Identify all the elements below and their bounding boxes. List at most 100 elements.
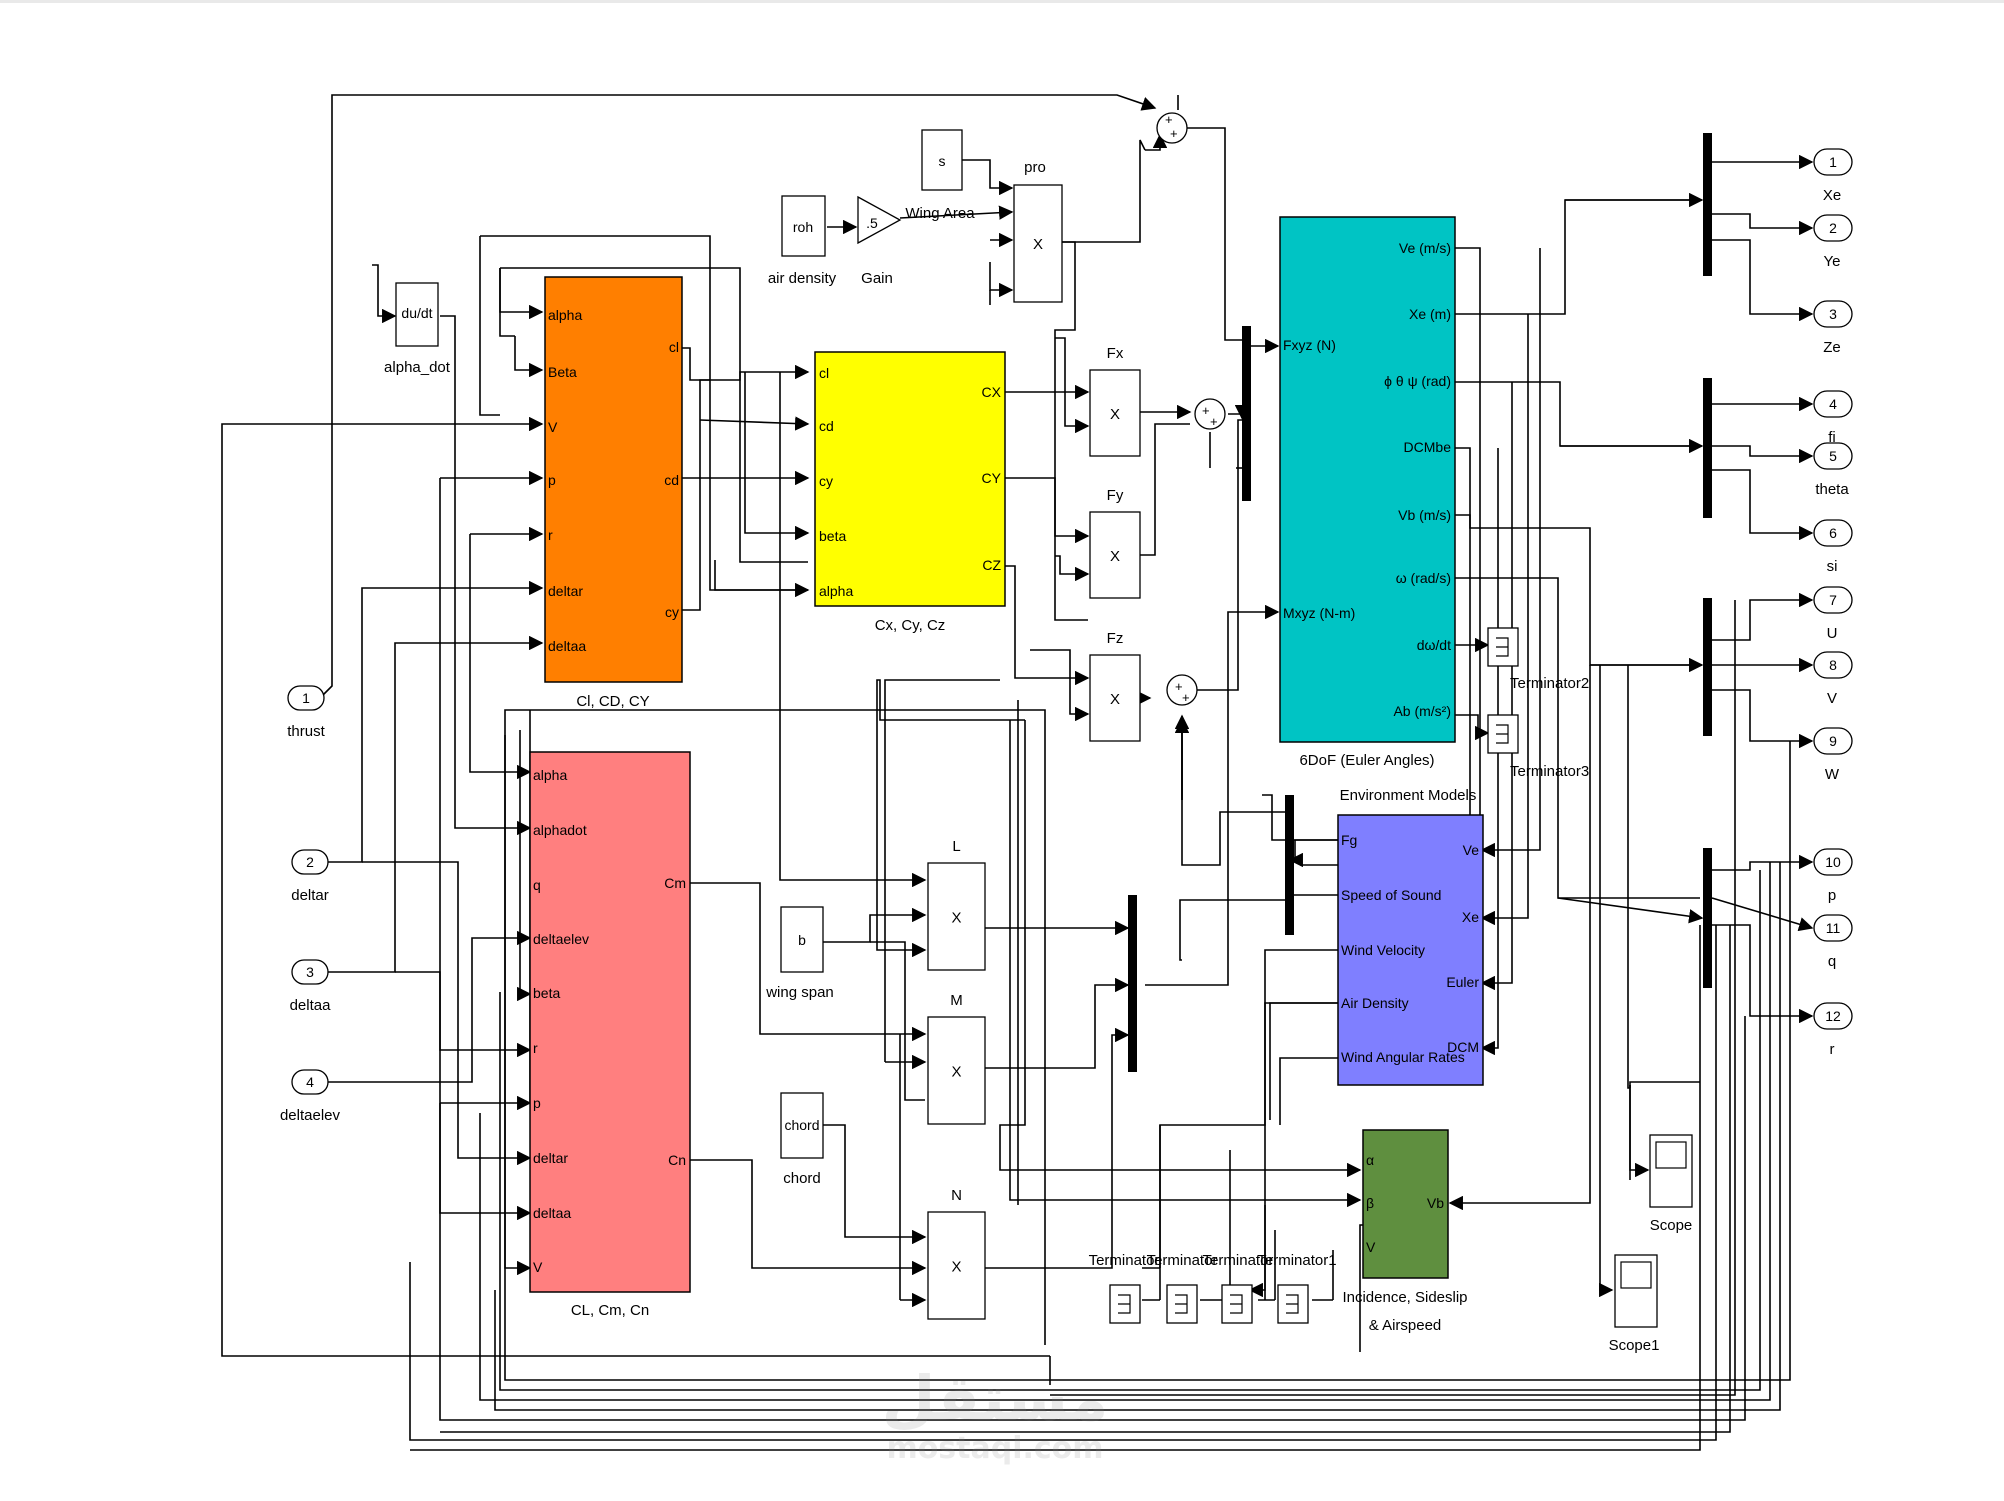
outport-si[interactable]: 6si <box>1813 519 1853 575</box>
cl-cm-cn-out-0: Cm <box>664 875 686 891</box>
watermark-latin: mostaql.com <box>886 1431 1103 1466</box>
environment-caption: Environment Models <box>1340 787 1477 804</box>
product-n[interactable]: X <box>927 1211 986 1320</box>
outport-Ze[interactable]: 3Ze <box>1813 300 1853 356</box>
inport-deltaa[interactable]: 3 deltaa <box>290 959 332 1014</box>
outport-p[interactable]: 10 p <box>1813 848 1853 904</box>
derivative-block[interactable]: du/dt <box>395 282 439 347</box>
inport-num: 3 <box>306 964 314 980</box>
incidence-block[interactable] <box>1362 1129 1449 1279</box>
product-label-l: L <box>952 838 960 855</box>
outport-num: 1 <box>1829 154 1837 170</box>
outport-label: p <box>1828 887 1836 904</box>
constant-chord[interactable]: chord <box>780 1092 824 1159</box>
env-in-0: Ve <box>1463 842 1480 858</box>
pro-label: pro <box>1024 159 1046 176</box>
cx-cy-cz-in-3: beta <box>819 528 846 544</box>
demux-xe <box>1703 133 1712 276</box>
svg-text:+: + <box>1170 126 1178 141</box>
wing-area-label: Wing Area <box>905 205 975 222</box>
cl-cm-cn-in-0: alpha <box>533 767 567 783</box>
cl-cd-cy-out-0: cl <box>669 339 679 355</box>
gain-block[interactable]: .5 <box>857 195 902 245</box>
outport-label: Xe <box>1823 187 1841 204</box>
inport-num: 1 <box>302 690 310 706</box>
cl-cd-cy-block[interactable] <box>544 276 683 683</box>
sixdof-caption: 6DoF (Euler Angles) <box>1299 752 1434 769</box>
scope1[interactable] <box>1614 1254 1658 1328</box>
product-fx[interactable]: X <box>1089 369 1141 457</box>
outport-Xe[interactable]: 1Xe <box>1813 148 1853 204</box>
inport-num: 2 <box>306 854 314 870</box>
cl-cd-cy-in-5: deltar <box>548 583 583 599</box>
constant-roh[interactable]: roh <box>781 195 826 257</box>
outport-U[interactable]: 7U <box>1813 586 1853 642</box>
sixdof-in-0: Fxyz (N) <box>1283 337 1336 353</box>
cl-cd-cy-out-2: cy <box>665 604 679 620</box>
sum-blocks[interactable] <box>1156 112 1226 706</box>
terminator-2[interactable] <box>1109 1284 1141 1324</box>
terminator-label-3: Terminator <box>1147 1252 1218 1269</box>
outport-V[interactable]: 8V <box>1813 651 1853 707</box>
inport-label: deltaa <box>290 997 332 1014</box>
fg-mux <box>1285 795 1294 935</box>
product-label-m: M <box>950 992 963 1009</box>
env-in-3: DCM <box>1447 1039 1479 1055</box>
cl-cd-cy-in-0: alpha <box>548 307 582 323</box>
product-m[interactable]: X <box>927 1016 986 1125</box>
terminator-blocks: Terminator2Terminator3TerminatorTerminat… <box>1089 627 1589 1324</box>
cx-cy-cz-out-2: CZ <box>982 557 1001 573</box>
product-l[interactable]: X <box>927 862 986 971</box>
scope[interactable] <box>1649 1134 1693 1208</box>
svg-text:+: + <box>1165 112 1173 127</box>
svg-text:+: + <box>1175 679 1183 694</box>
cl-cm-cn-in-9: V <box>533 1259 543 1275</box>
product-pro[interactable]: X <box>1013 184 1063 303</box>
outport-W[interactable]: 9W <box>1813 727 1853 783</box>
outport-fi[interactable]: 4fi <box>1813 390 1853 446</box>
outport-label: theta <box>1815 481 1849 498</box>
outport-Ye[interactable]: 2Ye <box>1813 214 1853 270</box>
chord-caption: chord <box>783 1170 821 1187</box>
product-fy[interactable]: X <box>1089 511 1141 599</box>
outport-label: q <box>1828 953 1836 970</box>
cx-cy-cz-out-1: CY <box>982 470 1002 486</box>
svg-text:+: + <box>1182 690 1190 705</box>
env-out-1: Speed of Sound <box>1341 887 1441 903</box>
constant-b[interactable]: b <box>780 906 824 973</box>
terminator-0[interactable] <box>1487 627 1519 667</box>
outport-num: 10 <box>1825 854 1841 870</box>
outport-num: 8 <box>1829 657 1837 673</box>
cl-cm-cn-out-1: Cn <box>668 1152 686 1168</box>
cl-cm-cn-block[interactable] <box>529 751 691 1293</box>
cl-cm-cn-in-3: deltaelev <box>533 931 589 947</box>
outport-r[interactable]: 12r <box>1813 1002 1853 1058</box>
terminator-1[interactable] <box>1487 714 1519 754</box>
cx-cy-cz-in-0: cl <box>819 365 829 381</box>
outport-num: 4 <box>1829 396 1837 412</box>
constant-s[interactable]: s <box>921 129 963 191</box>
terminator-4[interactable] <box>1221 1284 1253 1324</box>
moment-mux <box>1128 895 1137 1072</box>
terminator-3[interactable] <box>1166 1284 1198 1324</box>
cx-cy-cz-in-4: alpha <box>819 583 853 599</box>
cx-cy-cz-block[interactable] <box>814 351 1006 607</box>
cx-cy-cz-in-2: cy <box>819 473 833 489</box>
outport-q[interactable]: 11q <box>1813 914 1853 970</box>
environment-block[interactable] <box>1337 814 1484 1086</box>
terminator-5[interactable] <box>1277 1284 1309 1324</box>
sixdof-block[interactable] <box>1279 216 1456 743</box>
cl-cm-cn-in-2: q <box>533 877 541 893</box>
terminator-label-4: Terminator <box>1203 1252 1274 1269</box>
svg-text:+: + <box>1202 403 1210 418</box>
outport-label: Ye <box>1824 253 1841 270</box>
cl-cd-cy-in-2: V <box>548 419 558 435</box>
product-fz[interactable]: X <box>1089 654 1141 742</box>
